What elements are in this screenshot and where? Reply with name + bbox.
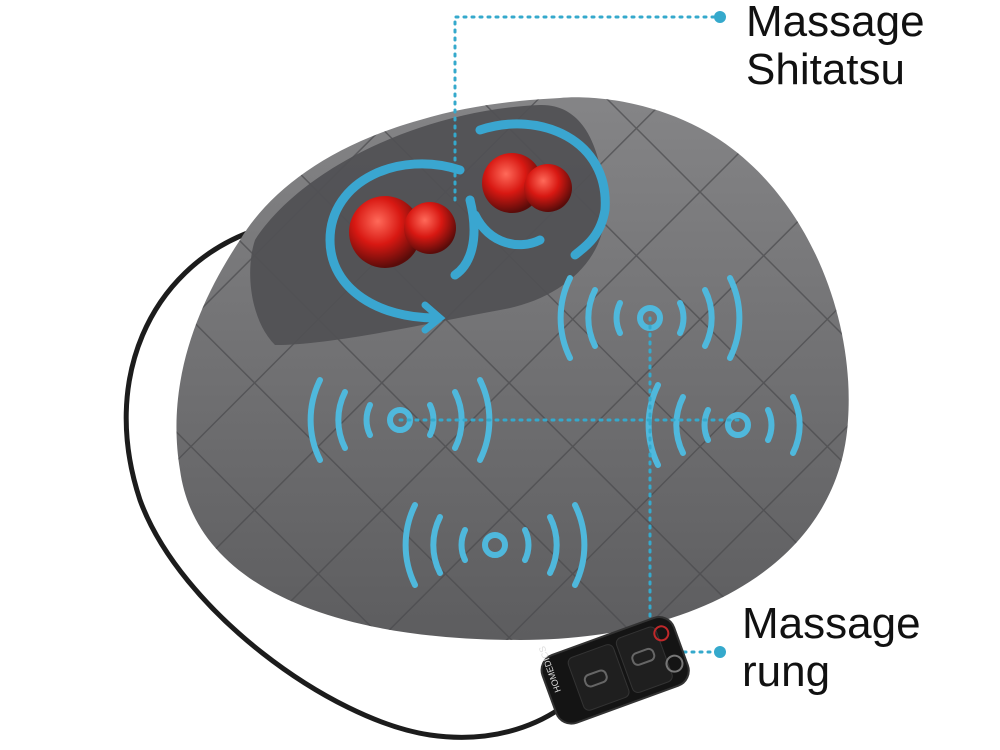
power-cord — [123, 229, 567, 740]
rotation-arrows-icon — [325, 119, 610, 334]
annotation-vibration: Massage rung — [742, 600, 921, 696]
annotation-line: Shitatsu — [746, 45, 905, 94]
leader-lines — [398, 15, 740, 654]
leader-dot-top — [714, 11, 726, 23]
heated-massage-nodes — [349, 153, 572, 268]
leader-dot-bottom — [714, 646, 726, 658]
vibration-waves-icon — [307, 275, 803, 588]
remote-control: HOMEDICS — [537, 616, 690, 725]
annotation-line: Massage — [742, 599, 921, 648]
annotation-line: Massage — [746, 0, 925, 46]
annotation-shiatsu: Massage Shitatsu — [746, 0, 925, 94]
annotation-line: rung — [742, 647, 831, 696]
